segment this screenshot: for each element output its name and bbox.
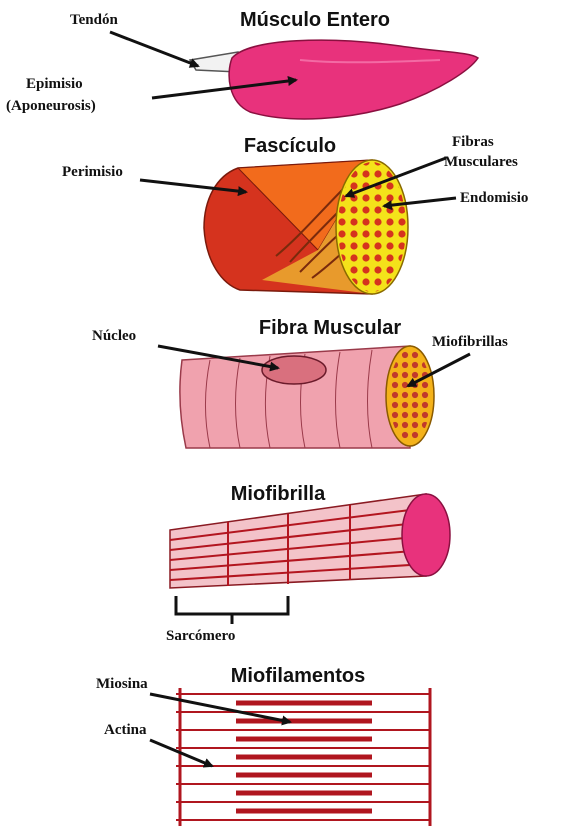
myosin-filaments (236, 703, 372, 811)
tendon-arrow (110, 32, 198, 66)
myosin-label: Miosina (96, 676, 148, 692)
fibers-label-line2: Musculares (444, 154, 518, 170)
myofibril-section: Miofibrilla Sarcómero (166, 483, 450, 644)
fascicle-fiber-cross-section (338, 162, 406, 292)
whole-muscle-shape (229, 40, 478, 119)
fibers-label-line1: Fibras (452, 134, 494, 150)
myofibrils-label: Miofibrillas (432, 334, 508, 350)
aponeurosis-label: (Aponeurosis) (6, 98, 96, 114)
myosin-arrow (150, 694, 290, 722)
perimysium-label: Perimisio (62, 164, 123, 180)
myofilaments-title: Miofilamentos (231, 665, 365, 687)
epimysium-label: Epimisio (26, 76, 83, 92)
muscle-fiber-title: Fibra Muscular (259, 317, 401, 339)
sarcomere-label: Sarcómero (166, 628, 235, 644)
myofibril-body (170, 494, 426, 588)
tendon-label: Tendón (70, 12, 118, 28)
endomysium-label: Endomisio (460, 190, 528, 206)
fascicle-section: Fascículo Perimisio Fibras Musculares En… (62, 134, 528, 294)
whole-muscle-section: Músculo Entero Tendón Epimisio (Aponeuro… (6, 9, 478, 119)
whole-muscle-title: Músculo Entero (240, 9, 390, 31)
nucleus-shape (262, 356, 326, 384)
fascicle-title: Fascículo (244, 135, 336, 157)
sarcomere-bracket (176, 596, 288, 614)
myofibril-title: Miofibrilla (231, 483, 326, 505)
myofibrils-cross-section (389, 350, 431, 442)
actin-label: Actina (104, 722, 147, 738)
myofilaments-section: Miofilamentos Miosina Actina (96, 665, 430, 826)
muscle-fiber-section: Fibra Muscular Núcleo Miofibrillas (92, 317, 508, 448)
nucleus-label: Núcleo (92, 328, 136, 344)
myofibril-end (402, 494, 450, 576)
